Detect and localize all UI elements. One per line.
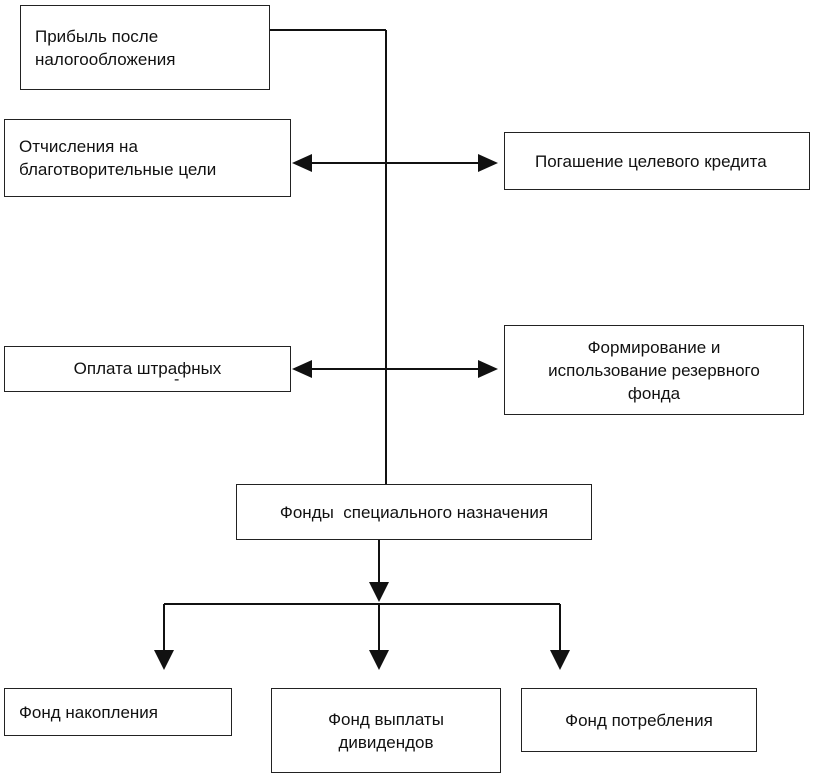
node-consumption-label: Фонд потребления	[565, 710, 713, 730]
arrow-down-consumption	[550, 650, 570, 670]
arrow-left-charity	[292, 154, 312, 172]
arrow-left-fines	[292, 360, 312, 378]
arrow-down-dividends	[369, 650, 389, 670]
node-dividends-label: Фонд выплаты дивидендов	[328, 709, 444, 752]
node-special-funds: Фонды специального назначения	[236, 484, 592, 540]
node-accumulation: Фонд накопления	[4, 688, 232, 736]
node-reserve: Формирование и использование резервного …	[504, 325, 804, 415]
node-profit: Прибыль после налогообложения	[20, 5, 270, 90]
node-special-funds-label: Фонды специального назначения	[279, 502, 549, 522]
arrow-right-reserve	[478, 360, 498, 378]
arrow-down-special	[369, 582, 389, 602]
node-credit-label: Погашение целевого кредита	[535, 151, 767, 171]
stray-mark: -	[174, 371, 180, 388]
node-dividends: Фонд выплаты дивидендов	[271, 688, 501, 773]
node-profit-label: Прибыль после налогообложения	[35, 26, 176, 69]
node-charity-label: Отчисления на благотворительные цели	[19, 137, 217, 179]
arrow-right-credit	[478, 154, 498, 172]
node-charity: Отчисления на благотворительные цели	[4, 119, 291, 197]
node-credit: Погашение целевого кредита	[504, 132, 810, 190]
node-reserve-label: Формирование и использование резервного …	[548, 337, 760, 403]
node-consumption: Фонд потребления	[521, 688, 757, 752]
node-accumulation-label: Фонд накопления	[19, 703, 159, 722]
node-fines: Оплата штрафных	[4, 346, 291, 392]
arrow-down-accumulation	[154, 650, 174, 670]
node-fines-label: Оплата штрафных	[73, 359, 222, 378]
